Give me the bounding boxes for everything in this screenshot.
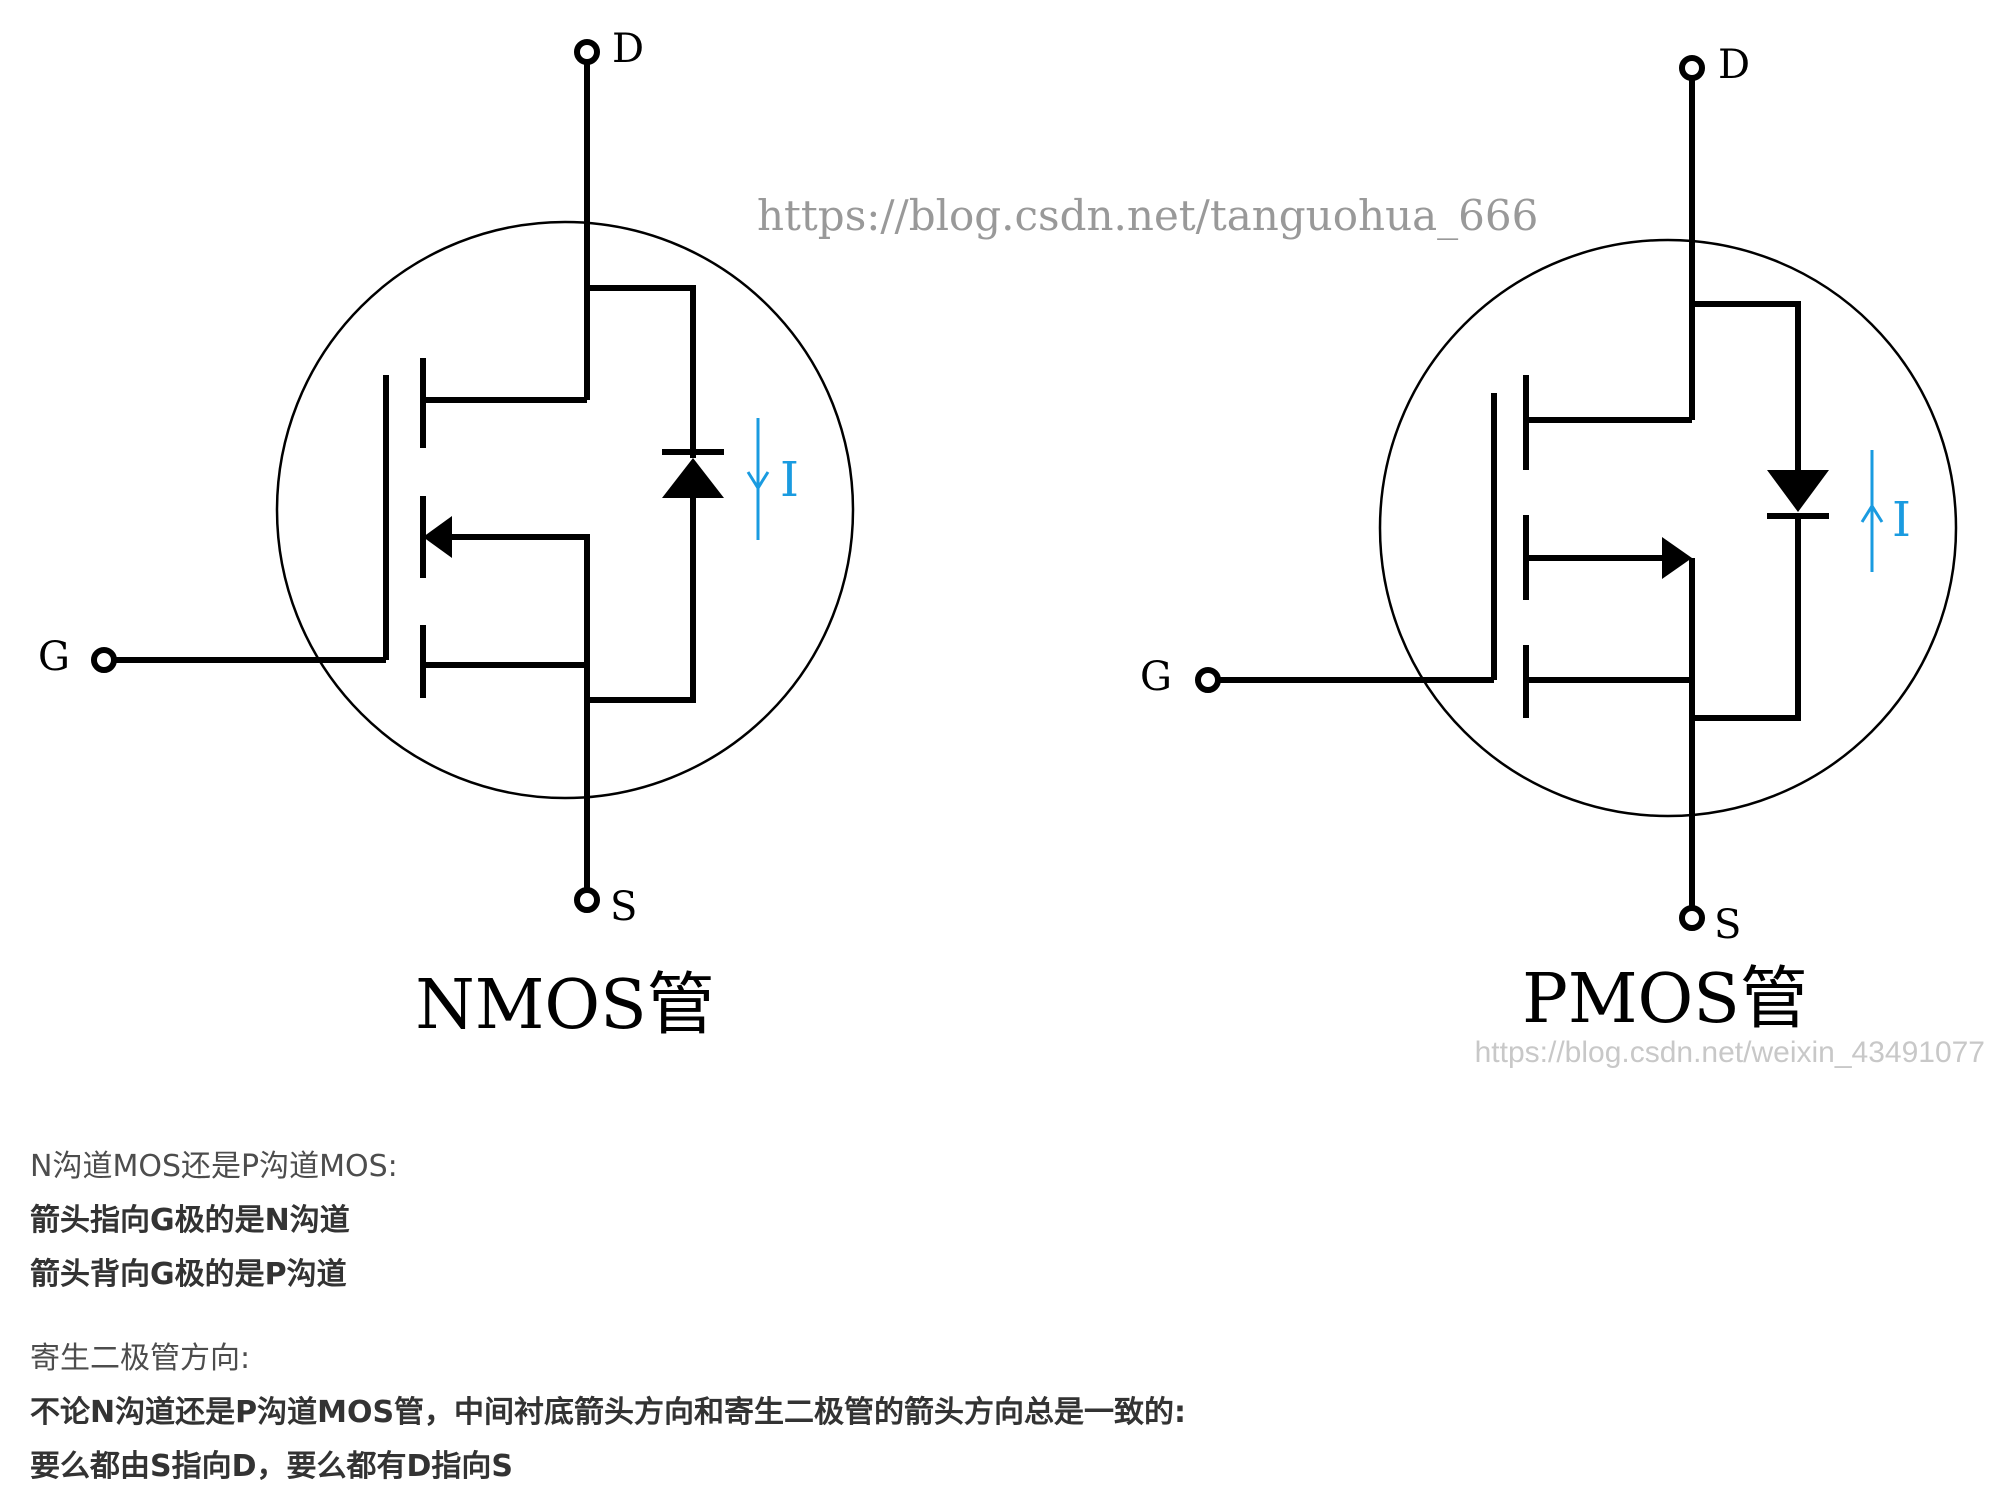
nmos-gate-label: G xyxy=(38,634,70,680)
pmos-gate-terminal xyxy=(1195,667,1221,693)
pmos-gate-label: G xyxy=(1140,654,1172,700)
nmos-substrate-arrow xyxy=(423,516,452,558)
nmos-diode-top-wire xyxy=(587,285,696,458)
diode-rule: 不论N沟道还是P沟道MOS管，中间衬底箭头方向和寄生二极管的箭头方向总是一致的: xyxy=(30,1395,1187,1430)
channel-heading: N沟道MOS还是P沟道MOS: xyxy=(30,1149,398,1184)
nmos-diode-triangle xyxy=(662,458,724,498)
watermark-bottom: https://blog.csdn.net/weixin_43491077 xyxy=(1475,1036,1985,1069)
nmos-drain-terminal xyxy=(574,39,600,65)
nmos-current-label: I xyxy=(780,452,799,508)
nmos-body-circle xyxy=(275,220,855,800)
nmos-caption: NMOS管 xyxy=(415,966,714,1045)
channel-rule-n: 箭头指向G极的是N沟道 xyxy=(30,1203,350,1238)
diode-rule-2: 要么都由S指向D，要么都有D指向S xyxy=(30,1449,514,1484)
diode-heading: 寄生二极管方向: xyxy=(30,1341,251,1376)
nmos-drain-label: D xyxy=(612,26,644,72)
nmos-diode-bottom-wire xyxy=(587,498,696,703)
nmos-source-terminal xyxy=(574,887,600,913)
pmos-caption: PMOS管 xyxy=(1522,960,1808,1039)
pmos-diode-bottom-wire xyxy=(1692,514,1801,721)
nmos-substrate-wire xyxy=(448,534,590,700)
pmos-drain-terminal xyxy=(1679,55,1705,81)
pmos-source-terminal xyxy=(1679,905,1705,931)
spacer xyxy=(30,1302,1970,1332)
watermark-top: https://blog.csdn.net/tanguohua_666 xyxy=(757,191,1538,240)
nmos-symbol xyxy=(114,60,855,890)
pmos-current-arrow xyxy=(1860,503,1884,523)
mosfet-diagram: I D G S NMOS管 I D G S PMOS管 https://blog… xyxy=(38,26,1985,1069)
nmos-gate-terminal xyxy=(91,647,117,673)
pmos-source-label: S xyxy=(1714,902,1741,948)
pmos-diode-triangle xyxy=(1767,470,1829,512)
pmos-body-circle xyxy=(1378,238,1958,818)
nmos-source-label: S xyxy=(610,884,637,930)
nmos-current-arrow xyxy=(746,471,770,491)
notes-section: N沟道MOS还是P沟道MOS: 箭头指向G极的是N沟道 箭头背向G极的是P沟道 … xyxy=(30,1140,1970,1494)
channel-rule-p: 箭头背向G极的是P沟道 xyxy=(30,1257,347,1292)
pmos-current-label: I xyxy=(1892,492,1911,548)
pmos-drain-label: D xyxy=(1718,42,1750,88)
pmos-substrate-arrow xyxy=(1662,537,1692,579)
pmos-diode-top-wire xyxy=(1692,301,1801,470)
pmos-symbol xyxy=(1218,78,1958,906)
